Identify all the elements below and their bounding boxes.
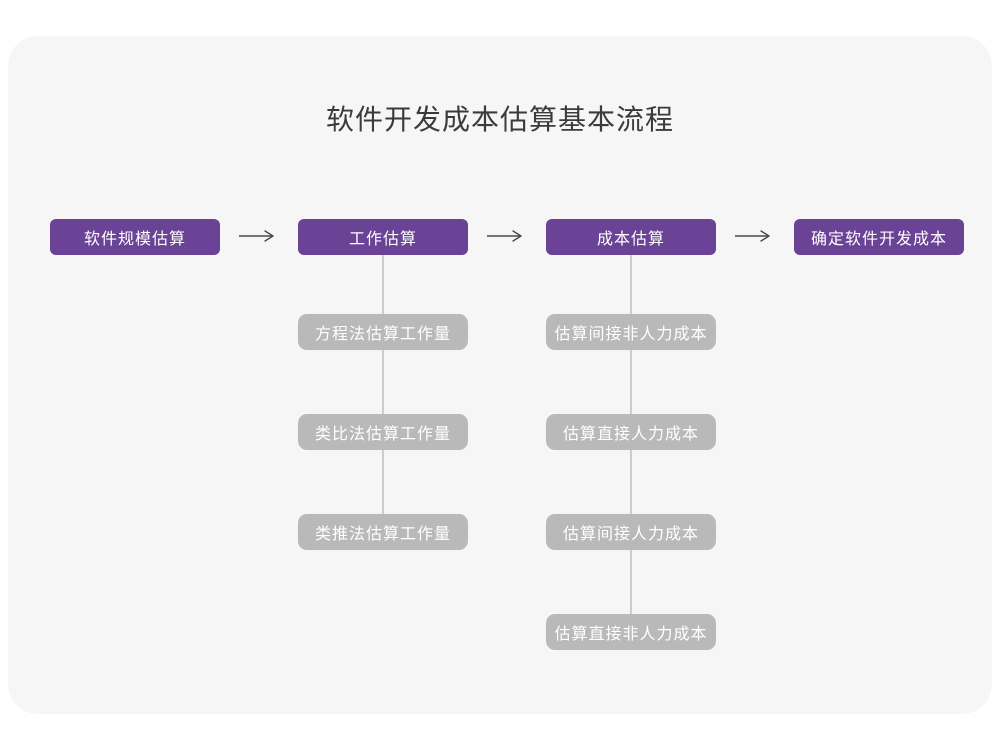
substep-indirect-labor-cost: 估算间接人力成本 [546,514,716,550]
substep-indirect-nonlabor-cost: 估算间接非人力成本 [546,314,716,350]
substep-extrapolation-method: 类推法估算工作量 [298,514,468,550]
substep-analogy-method: 类比法估算工作量 [298,414,468,450]
arrow-right-icon [735,230,770,242]
flowchart-card: 软件开发成本估算基本流程 软件规模估算 工作估算 成本估算 确定软件开发成本 方… [8,36,992,714]
substep-equation-method: 方程法估算工作量 [298,314,468,350]
substep-direct-nonlabor-cost: 估算直接非人力成本 [546,614,716,650]
arrow-right-icon [239,230,274,242]
arrow-right-icon [487,230,522,242]
flow-node-cost-estimation: 成本估算 [546,219,716,255]
flow-node-scale-estimation: 软件规模估算 [50,219,220,255]
substep-direct-labor-cost: 估算直接人力成本 [546,414,716,450]
diagram-title: 软件开发成本估算基本流程 [325,104,674,135]
flow-node-work-estimation: 工作估算 [298,219,468,255]
flow-node-determine-cost: 确定软件开发成本 [794,219,964,255]
connector-work-column [382,254,384,532]
